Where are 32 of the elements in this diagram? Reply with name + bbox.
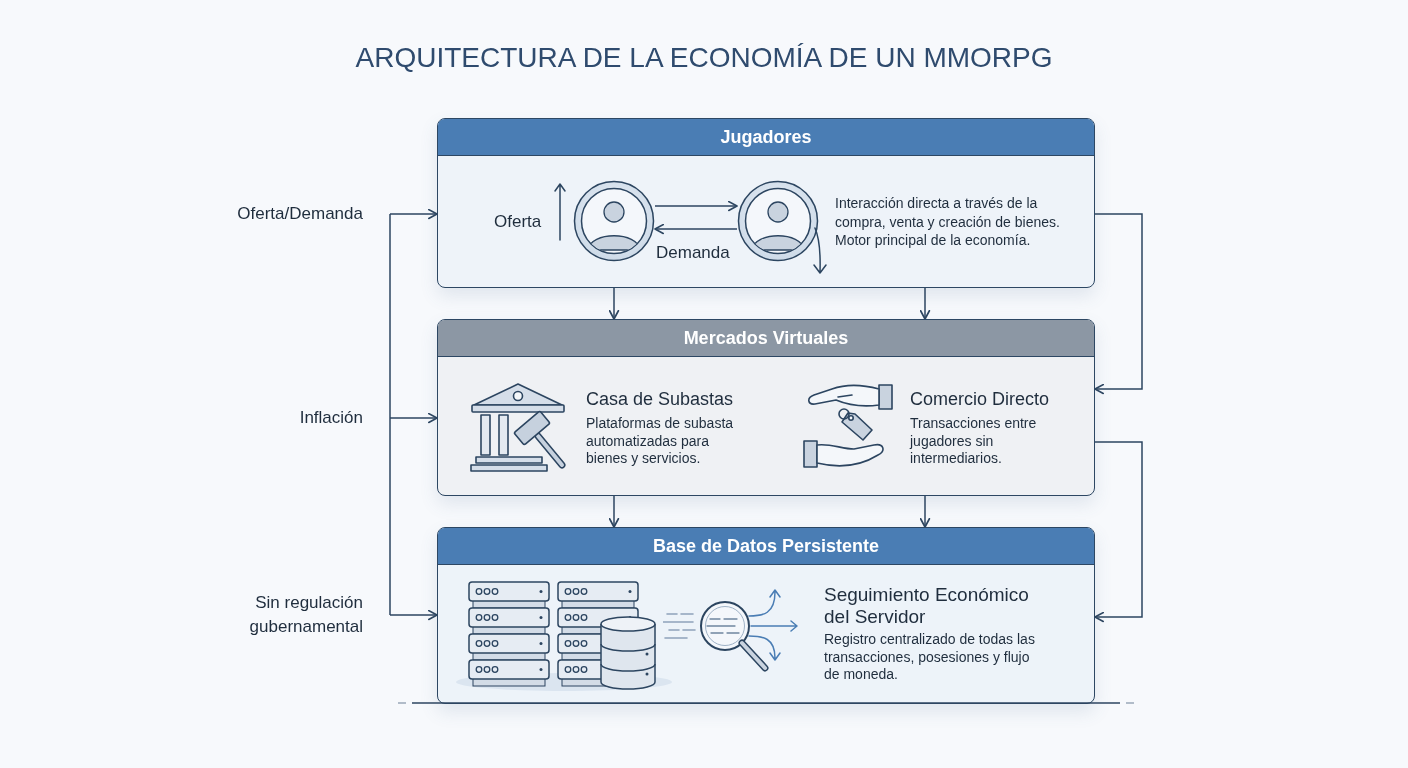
item-title: Casa de Subastas xyxy=(586,388,734,411)
diagram-title: ARQUITECTURA DE LA ECONOMÍA DE UN MMORPG xyxy=(354,41,1054,75)
side-label: Inflación xyxy=(180,406,390,430)
flow-arrow xyxy=(1094,441,1143,623)
side-label: Sin regulación gubernamental xyxy=(180,591,390,639)
flow-arrow xyxy=(654,223,738,235)
panel-header: Base de Datos Persistente xyxy=(438,528,1094,565)
flow-arrow xyxy=(654,200,738,212)
panel-card xyxy=(437,527,1095,704)
flow-arrow xyxy=(389,609,438,621)
flow-arrow xyxy=(389,412,438,424)
item-title: Seguimiento Económico del Servidor xyxy=(824,584,1030,628)
description-text: Interacción directa a través de la compra, venta y creación de bienes. Motor principal de la economía. xyxy=(835,194,1061,250)
user-avatar-icon xyxy=(573,180,655,262)
description-text: Transacciones entre jugadores sin intermediarios. xyxy=(910,415,1038,468)
panel-card xyxy=(437,118,1095,288)
flow-arrow xyxy=(1094,213,1143,395)
flow-arrow xyxy=(389,208,438,220)
user-avatar-icon xyxy=(737,180,819,262)
panel-card xyxy=(437,319,1095,496)
flow-arrow xyxy=(608,495,620,528)
flow-label: Oferta xyxy=(494,211,542,233)
side-label: Oferta/Demanda xyxy=(180,202,390,226)
panel-header: Mercados Virtuales xyxy=(438,320,1094,357)
flow-arrow xyxy=(919,287,931,320)
description-text: Plataformas de subasta automatizadas para bienes y servicios. xyxy=(586,415,735,468)
flow-arrow xyxy=(919,495,931,528)
item-title: Comercio Directo xyxy=(910,388,1050,411)
panel-header: Jugadores xyxy=(438,119,1094,156)
flow-label: Demanda xyxy=(656,242,730,264)
description-text: Registro centralizado de todas las transacciones, posesiones y flujo de moneda. xyxy=(824,631,1036,684)
flow-arrow xyxy=(608,287,620,320)
